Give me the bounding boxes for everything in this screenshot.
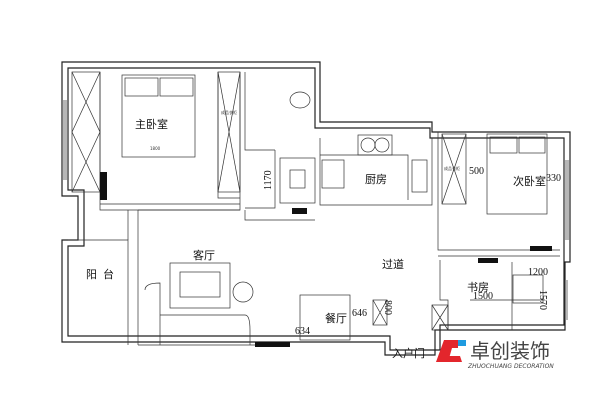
svg-text:634: 634 (295, 326, 310, 337)
wardrobes: 成品衣柜 成品衣柜 (71, 71, 467, 331)
label-dining-room: 餐厅 (325, 311, 347, 325)
brand-name: 卓创装饰 (470, 339, 550, 363)
brand-subtitle: ZHUOCHUANG DECORATION (467, 363, 554, 370)
label-master-bedroom: 主卧室 (135, 117, 168, 131)
label-second-bedroom: 次卧室 (513, 174, 546, 188)
label-balcony: 阳台 (86, 267, 120, 281)
label-kitchen: 厨房 (365, 173, 387, 186)
label-corridor: 过道 (382, 257, 404, 271)
beds: 1800 (121, 74, 548, 215)
svg-text:1200: 1200 (528, 267, 548, 278)
svg-text:500: 500 (469, 166, 484, 177)
svg-text:1800: 1800 (150, 146, 161, 151)
svg-text:646: 646 (352, 308, 367, 319)
svg-text:800: 800 (382, 300, 393, 315)
svg-text:1570: 1570 (537, 290, 548, 310)
label-study: 书房 (467, 281, 489, 294)
brand-logo: 卓创装饰 ZHUOCHUANG DECORATION (436, 339, 554, 370)
svg-text:330: 330 (546, 173, 561, 184)
label-living-room: 客厅 (193, 248, 215, 262)
svg-text:成品衣柜: 成品衣柜 (221, 109, 237, 115)
svg-text:成品衣柜: 成品衣柜 (444, 165, 460, 171)
label-entrance: 入户门 (392, 346, 425, 360)
walls (61, 61, 571, 356)
fixtures (144, 91, 544, 345)
svg-text:1170: 1170 (263, 170, 274, 190)
svg-text:1500: 1500 (473, 291, 493, 302)
wall-blocks (100, 172, 552, 347)
